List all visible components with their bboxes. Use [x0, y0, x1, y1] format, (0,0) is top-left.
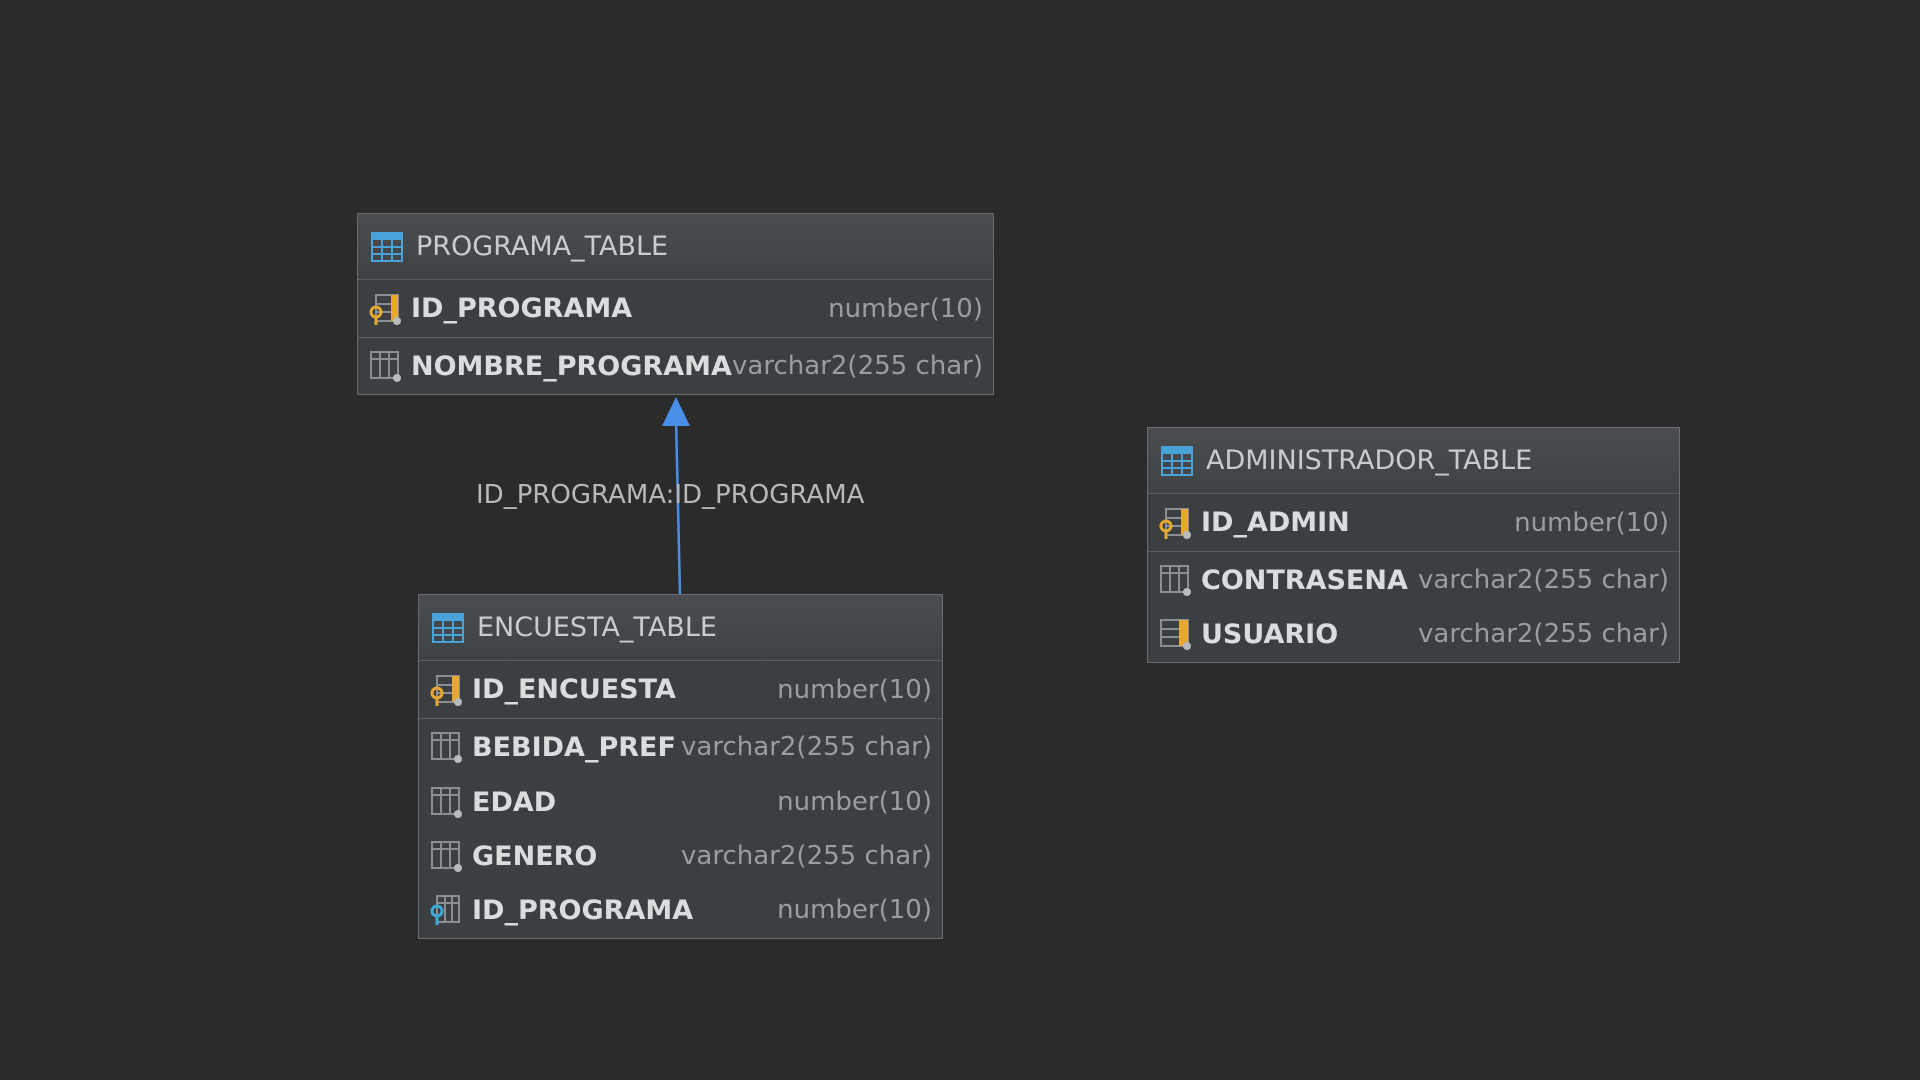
table-icon: [432, 612, 464, 643]
foreign-key-column-icon: [430, 895, 460, 925]
table-header[interactable]: ADMINISTRADOR_TABLE: [1148, 428, 1679, 494]
relationship-label: ID_PROGRAMA:ID_PROGRAMA: [476, 480, 865, 510]
primary-key-column-icon: [1159, 507, 1191, 539]
column-type: varchar2(255 char): [681, 732, 932, 762]
programa-table[interactable]: PROGRAMA_TABLE ID_PROGRAMA number(10): [357, 213, 994, 395]
column-name: ID_PROGRAMA: [411, 293, 633, 324]
column-type: number(10): [777, 895, 932, 925]
table-header[interactable]: ENCUESTA_TABLE: [419, 595, 942, 661]
table-name: ADMINISTRADOR_TABLE: [1206, 445, 1533, 476]
primary-key-column-icon: [430, 674, 462, 706]
column-icon: [370, 351, 401, 382]
column-row[interactable]: ID_PROGRAMA number(10): [419, 883, 942, 937]
column-type: varchar2(255 char): [681, 841, 932, 871]
column-name: NOMBRE_PROGRAMA: [411, 350, 732, 382]
column-type: number(10): [1514, 507, 1669, 538]
encuesta-table[interactable]: ENCUESTA_TABLE ID_ENCUESTA number(10): [418, 594, 943, 939]
column-type: number(10): [828, 293, 983, 324]
indexed-column-icon: [1160, 619, 1191, 650]
column-row[interactable]: ID_PROGRAMA number(10): [358, 280, 993, 338]
table-name: ENCUESTA_TABLE: [477, 612, 717, 643]
column-name: ID_ENCUESTA: [472, 674, 676, 705]
column-name: CONTRASENA: [1201, 564, 1408, 596]
column-type: number(10): [777, 787, 932, 817]
column-row[interactable]: USUARIO varchar2(255 char): [1148, 608, 1679, 660]
column-row[interactable]: CONTRASENA varchar2(255 char): [1148, 552, 1679, 608]
column-type: varchar2(255 char): [732, 351, 983, 381]
column-type: varchar2(255 char): [1418, 619, 1669, 649]
column-row[interactable]: BEBIDA_PREF varchar2(255 char): [419, 719, 942, 775]
column-name: GENERO: [472, 840, 598, 872]
column-icon: [1160, 565, 1191, 596]
column-row[interactable]: ID_ADMIN number(10): [1148, 494, 1679, 552]
table-icon: [1161, 445, 1193, 476]
column-row[interactable]: EDAD number(10): [419, 775, 942, 829]
column-icon: [431, 732, 462, 763]
column-row[interactable]: NOMBRE_PROGRAMA varchar2(255 char): [358, 338, 993, 394]
column-row[interactable]: GENERO varchar2(255 char): [419, 829, 942, 883]
column-type: number(10): [777, 674, 932, 705]
administrador-table[interactable]: ADMINISTRADOR_TABLE ID_ADMIN number(10): [1147, 427, 1680, 663]
table-name: PROGRAMA_TABLE: [416, 231, 669, 262]
primary-key-column-icon: [369, 293, 401, 325]
column-row[interactable]: ID_ENCUESTA number(10): [419, 661, 942, 719]
relationship-arrowhead: [662, 397, 690, 426]
column-name: USUARIO: [1201, 618, 1339, 650]
column-name: BEBIDA_PREF: [472, 731, 676, 763]
column-icon: [431, 841, 462, 872]
column-name: ID_PROGRAMA: [472, 894, 694, 926]
column-name: ID_ADMIN: [1201, 507, 1350, 538]
column-icon: [431, 787, 462, 818]
table-icon: [371, 231, 403, 262]
column-type: varchar2(255 char): [1418, 565, 1669, 595]
column-name: EDAD: [472, 786, 557, 818]
table-header[interactable]: PROGRAMA_TABLE: [358, 214, 993, 280]
